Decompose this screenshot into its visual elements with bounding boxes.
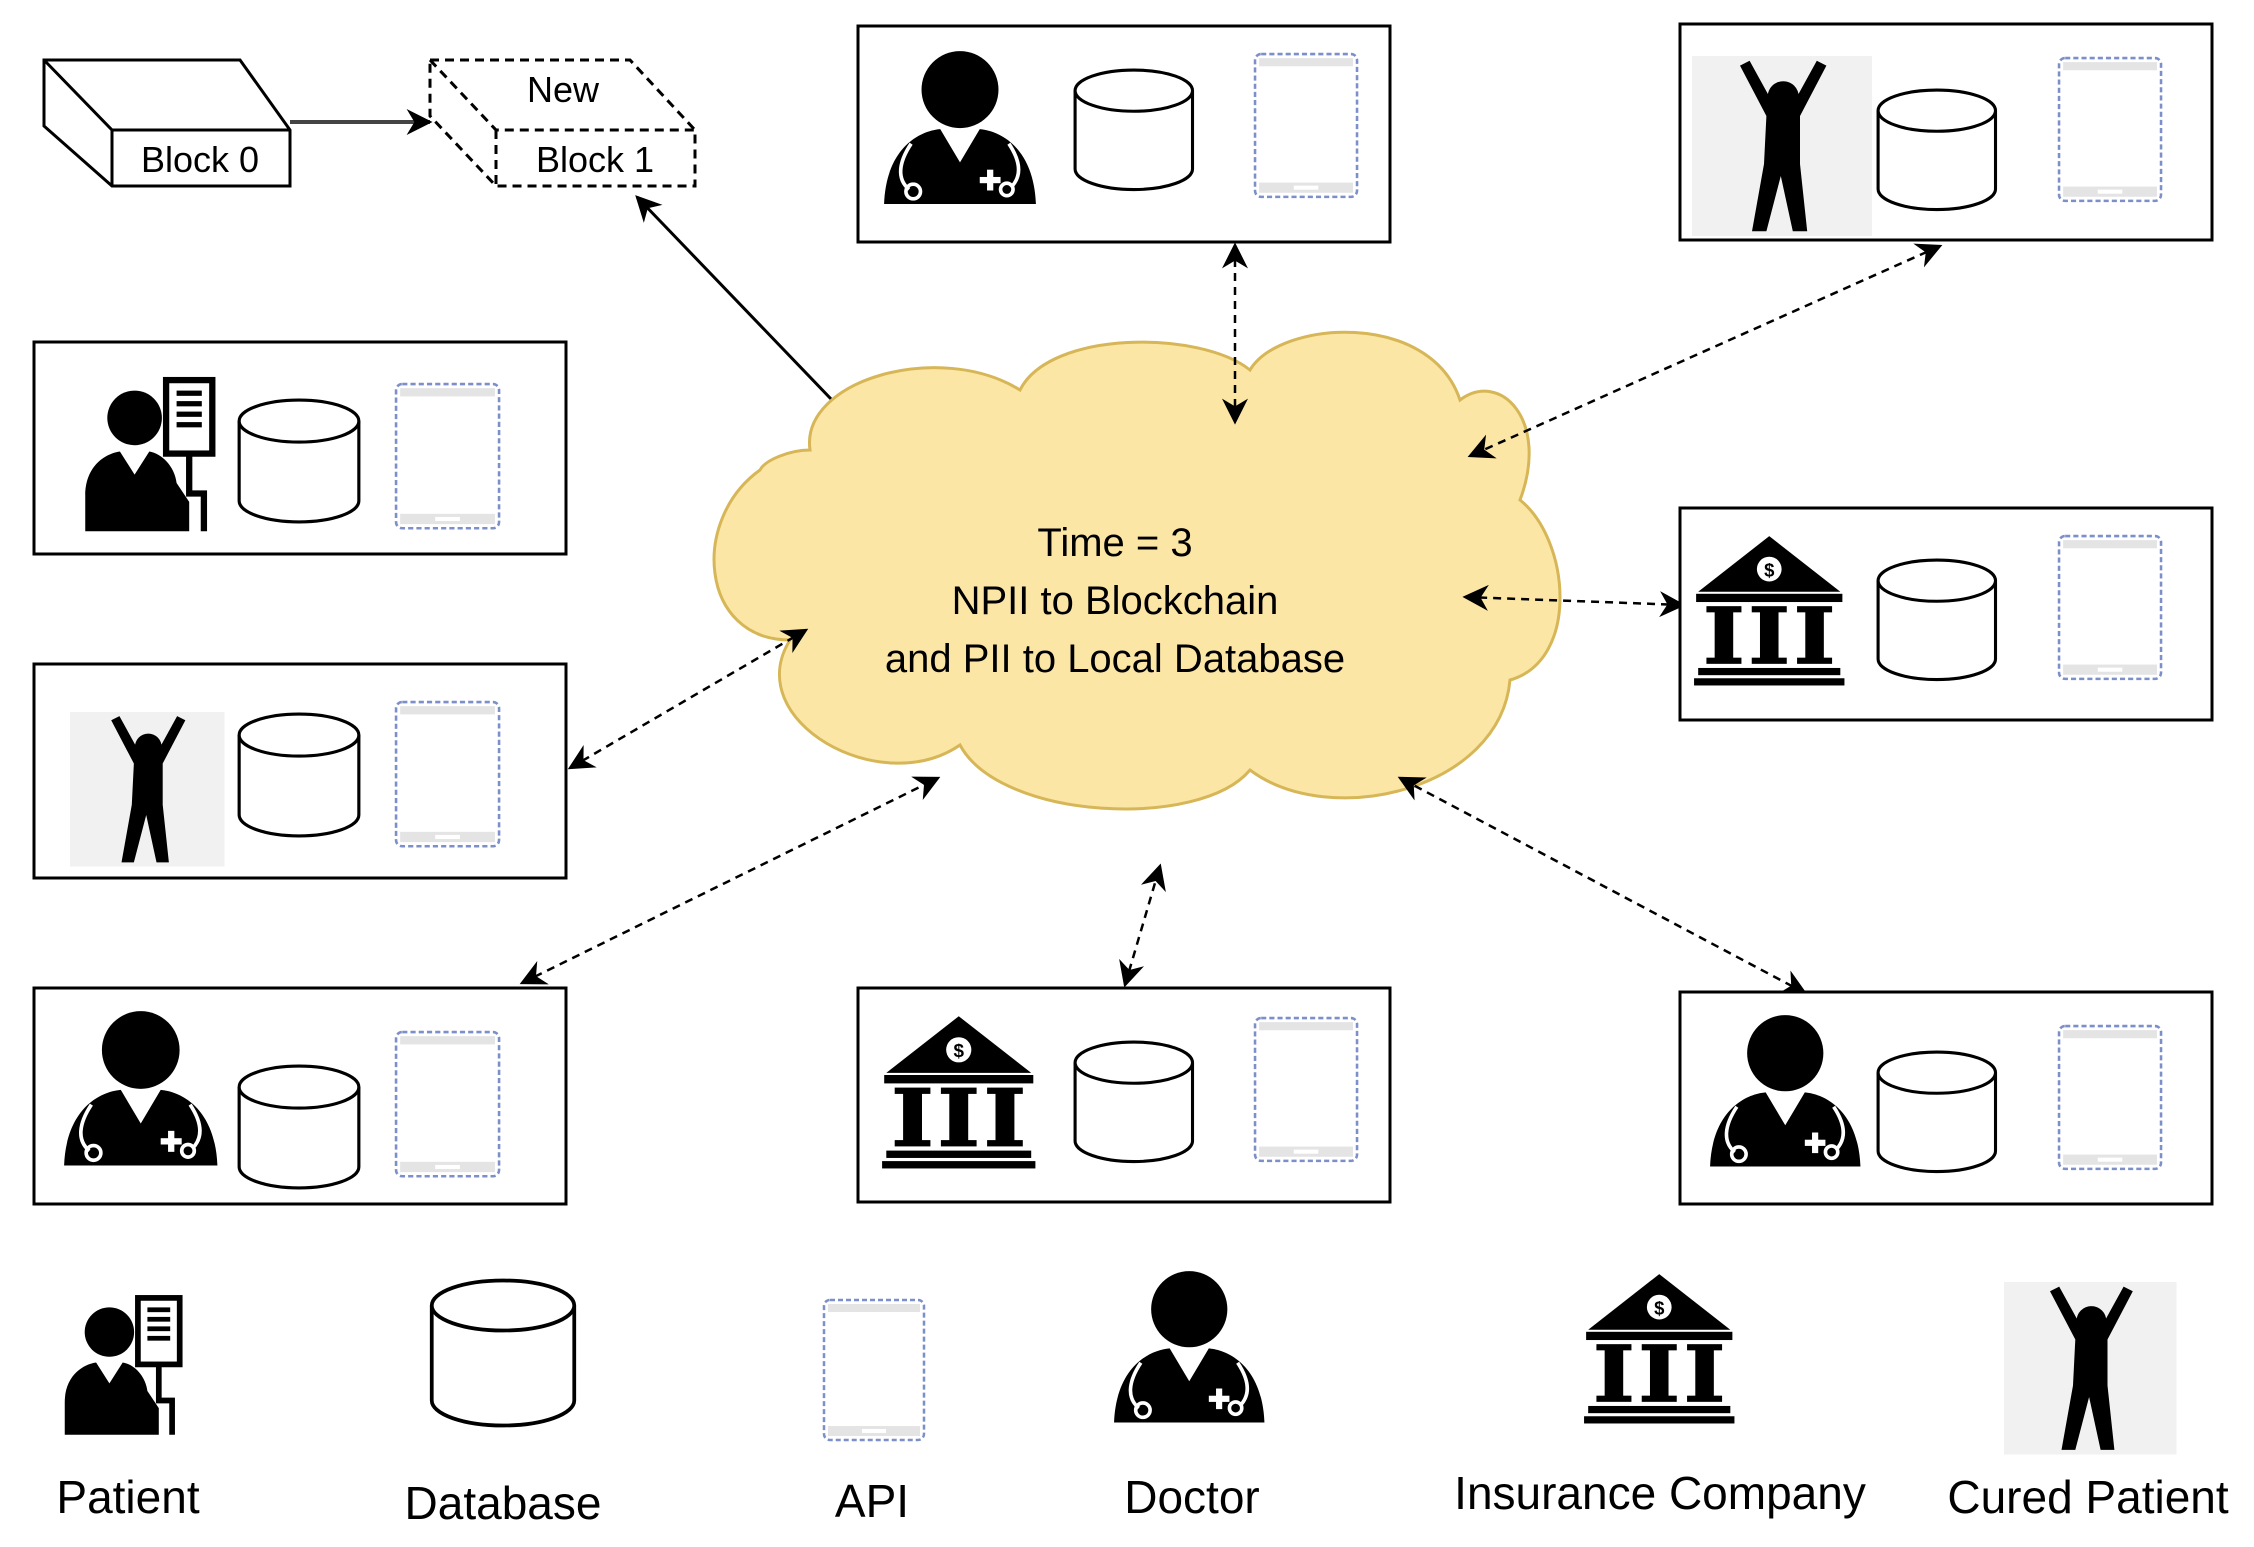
database-icon [237, 1064, 361, 1190]
block-0-label: Block 0 [141, 139, 259, 180]
legend-database-icon [429, 1278, 577, 1428]
cloud-line-2: NPII to Blockchain [952, 579, 1279, 623]
api-icon [394, 382, 501, 530]
database-icon [237, 712, 361, 838]
legend-cured-patient-icon [2004, 1282, 2177, 1455]
database-icon [1073, 68, 1195, 192]
api-icon [2057, 534, 2163, 681]
connector-bottom-left [519, 776, 941, 985]
cloud-line-3: and PII to Local Database [885, 637, 1345, 681]
legend-doctor-icon [1112, 1269, 1267, 1425]
connectors [519, 242, 1943, 995]
network-cloud: Time = 3 NPII to Blockchain and PII to L… [712, 330, 1562, 811]
database-icon [1876, 88, 1998, 212]
legend-cured-label: Cured Patient [1947, 1471, 2229, 1523]
api-icon [2057, 1024, 2163, 1171]
node-bottom-center [856, 986, 1392, 1204]
legend-patient-label: Patient [56, 1471, 200, 1523]
api-icon [2057, 56, 2163, 203]
legend-api-icon [822, 1298, 926, 1442]
api-icon [394, 700, 501, 848]
block-0: Block 0 [42, 58, 292, 188]
node-top-right [1678, 22, 2214, 242]
node-top-center [856, 24, 1392, 244]
cloud-line-1: Time = 3 [1037, 521, 1192, 565]
legend-doctor-label: Doctor [1124, 1471, 1260, 1523]
node-left-middle [32, 662, 568, 880]
legend-database-label: Database [404, 1477, 602, 1529]
node-right-middle [1678, 506, 2214, 722]
node-bottom-right [1678, 990, 2214, 1206]
database-icon [1876, 1050, 1998, 1174]
new-block-label: New [527, 69, 600, 110]
new-block-1: New Block 1 [428, 58, 697, 188]
api-icon [1253, 1016, 1359, 1163]
api-icon [394, 1030, 501, 1178]
cured-patient-icon [1692, 56, 1872, 236]
api-icon [1253, 52, 1359, 199]
connector-left-middle [567, 628, 809, 770]
legend-insurance-icon [1584, 1274, 1735, 1424]
legend-api-label: API [834, 1475, 910, 1527]
connector-bottom-right [1397, 776, 1808, 995]
connector-bottom-center [1119, 863, 1166, 988]
database-icon [1876, 558, 1998, 682]
database-icon [237, 398, 361, 524]
node-left-upper [32, 340, 568, 556]
cured-patient-icon [70, 712, 225, 867]
database-icon [1073, 1040, 1195, 1164]
node-bottom-left [32, 986, 568, 1206]
legend [65, 1269, 2177, 1455]
connector-top-right [1467, 243, 1943, 459]
legend-patient-icon [65, 1298, 180, 1435]
block-1-label: Block 1 [536, 139, 654, 180]
legend-insurance-label: Insurance Company [1454, 1467, 1866, 1519]
